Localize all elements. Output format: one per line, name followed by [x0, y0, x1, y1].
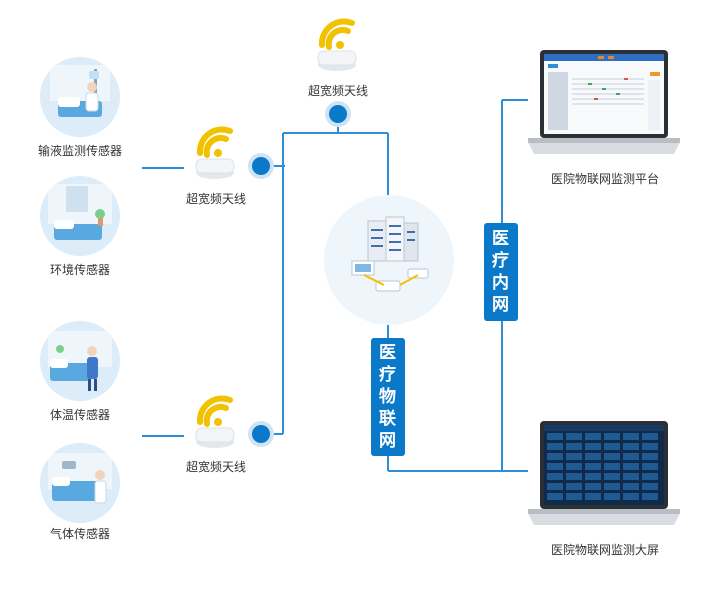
laptop-platform: [528, 50, 680, 158]
medical-intranet-label: 医 疗 内 网: [484, 223, 518, 321]
temperature-sensor-image: [40, 321, 120, 401]
antenna-top-connector: [329, 105, 347, 123]
antenna-left-upper-connector: [252, 157, 270, 175]
sensor-label-temperature: 体温传感器: [49, 408, 110, 422]
iot-char: 联: [379, 409, 397, 429]
wifi-antenna-icon: [195, 126, 235, 179]
medical-iot-label: 医 疗 物 联 网: [371, 338, 405, 456]
temperature-room-illustration: [48, 331, 112, 391]
intranet-char: 医: [492, 229, 510, 249]
iot-char: 疗: [379, 365, 397, 385]
screen-label: 医院物联网监测大屏: [550, 543, 659, 557]
server-cluster-icon: [351, 216, 429, 292]
laptop-dashboard-icon: [528, 421, 680, 525]
iot-char: 物: [379, 387, 397, 407]
antenna-label-left-upper: 超宽频天线: [185, 192, 246, 206]
sensor-label-gas: 气体传感器: [49, 527, 110, 541]
antenna-top: [312, 17, 362, 73]
iot-char: 医: [379, 343, 397, 363]
antenna-label-top: 超宽频天线: [307, 84, 368, 98]
gas-sensor-image: [40, 443, 120, 523]
antenna-left-lower: [190, 394, 240, 450]
sensor-label-infusion: 输液监测传感器: [37, 144, 122, 158]
intranet-char: 网: [492, 295, 510, 315]
intranet-char: 内: [492, 273, 510, 293]
infusion-sensor-image: [40, 57, 120, 137]
laptop-platform-icon: [528, 50, 680, 154]
server-hub: [324, 195, 454, 325]
sensor-label-environment: 环境传感器: [49, 263, 110, 277]
laptop-screen: [528, 421, 680, 529]
infusion-room-illustration: [50, 65, 110, 117]
wifi-antenna-icon: [195, 395, 235, 448]
antenna-left-lower-connector: [252, 425, 270, 443]
iot-char: 网: [379, 431, 397, 451]
platform-label: 医院物联网监测平台: [550, 172, 659, 186]
gas-room-illustration: [48, 453, 112, 504]
intranet-char: 疗: [492, 251, 510, 271]
environment-room-illustration: [48, 184, 112, 240]
antenna-left-upper: [190, 125, 240, 181]
environment-sensor-image: [40, 176, 120, 256]
wifi-antenna-icon: [317, 18, 357, 71]
antenna-label-left-lower: 超宽频天线: [185, 460, 246, 474]
